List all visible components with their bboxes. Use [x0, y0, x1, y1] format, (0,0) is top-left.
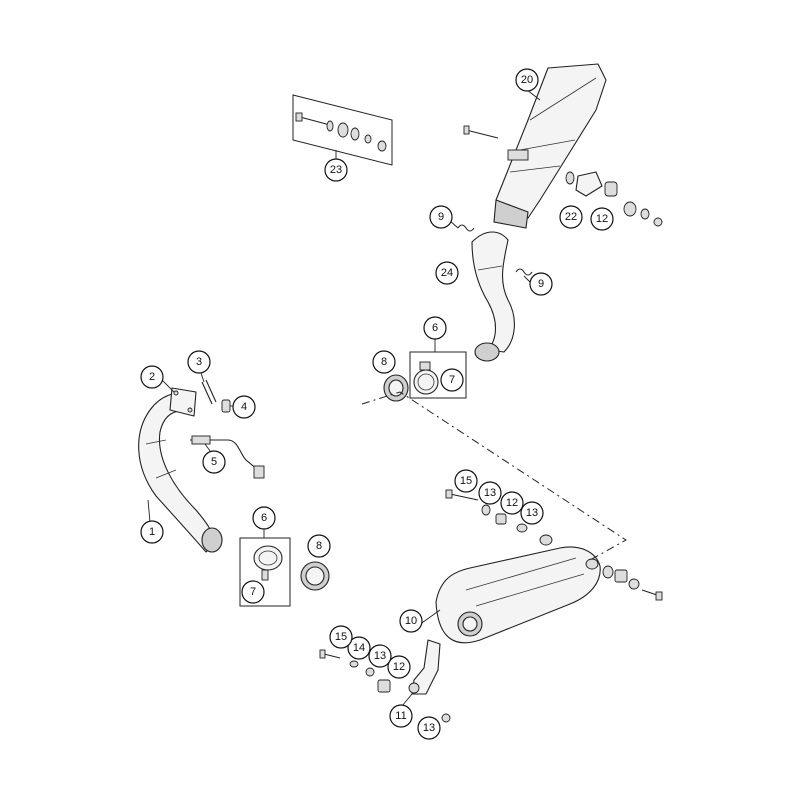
sleeve-4 — [221, 399, 231, 413]
callout-9-upper-label: 9 — [438, 211, 444, 223]
callout-7-upper: 7 — [440, 368, 464, 392]
clamp-kit-6-lower — [239, 537, 291, 607]
callout-13-a: 13 — [478, 481, 502, 505]
callout-5: 5 — [202, 450, 226, 474]
hardware-row-right — [602, 565, 663, 601]
callout-10: 10 — [399, 609, 423, 633]
callout-12-lower: 12 — [387, 655, 411, 679]
bracket-11 — [408, 639, 441, 695]
callout-13-b-label: 13 — [526, 507, 538, 519]
callout-12-mid: 12 — [500, 491, 524, 515]
muffler-10 — [435, 534, 601, 644]
callout-13-c-label: 13 — [374, 650, 386, 662]
callout-8-lower-label: 8 — [316, 540, 322, 552]
callout-24-label: 24 — [441, 267, 453, 279]
callout-11: 11 — [389, 704, 413, 728]
assembly-line — [361, 391, 627, 561]
gasket-8-upper — [383, 374, 409, 402]
callout-4-label: 4 — [241, 401, 247, 413]
callout-6-upper-label: 6 — [432, 322, 438, 334]
callout-8-upper: 8 — [372, 350, 396, 374]
callout-9-lower-label: 9 — [538, 278, 544, 290]
callout-24: 24 — [435, 261, 459, 285]
callout-22: 22 — [559, 205, 583, 229]
callout-3: 3 — [187, 350, 211, 374]
hardware-row-upper — [445, 489, 528, 533]
callout-1: 1 — [140, 520, 164, 544]
callout-7-lower-label: 7 — [250, 586, 256, 598]
clamp-kit-6-upper — [409, 351, 467, 399]
gasket-8-lower — [300, 561, 330, 591]
connector-pipe-24 — [471, 231, 515, 362]
callout-14: 14 — [347, 636, 371, 660]
callout-13-a-label: 13 — [484, 487, 496, 499]
callout-9-upper: 9 — [429, 205, 453, 229]
callout-5-label: 5 — [211, 456, 217, 468]
callout-8-upper-label: 8 — [381, 356, 387, 368]
callout-10-label: 10 — [405, 615, 417, 627]
callout-20: 20 — [515, 68, 539, 92]
callout-15-lower: 15 — [329, 625, 353, 649]
sensor-5 — [190, 435, 265, 479]
hardware-row-lower-left — [319, 649, 451, 723]
callout-23-label: 23 — [330, 164, 342, 176]
callout-7-lower: 7 — [241, 580, 265, 604]
washer-3 — [201, 379, 217, 405]
spring-9-lower — [515, 268, 533, 276]
callout-9-lower: 9 — [529, 272, 553, 296]
callout-12-lower-label: 12 — [393, 661, 405, 673]
callout-1-label: 1 — [149, 526, 155, 538]
callout-15-lower-label: 15 — [335, 631, 347, 643]
header-pipe-1 — [138, 392, 223, 553]
callout-22-label: 22 — [565, 211, 577, 223]
callout-15-upper: 15 — [454, 469, 478, 493]
callout-2-label: 2 — [149, 371, 155, 383]
callout-20-label: 20 — [521, 74, 533, 86]
callout-13-b: 13 — [520, 501, 544, 525]
bracket-22 — [565, 171, 663, 227]
callout-23: 23 — [324, 158, 348, 182]
callout-12-mid-label: 12 — [506, 497, 518, 509]
callout-12-upper: 12 — [590, 207, 614, 231]
callout-13-c: 13 — [368, 644, 392, 668]
callout-3-label: 3 — [196, 356, 202, 368]
callout-7-upper-label: 7 — [449, 374, 455, 386]
spring-9-upper — [457, 224, 475, 232]
callout-15-upper-label: 15 — [460, 475, 472, 487]
callout-11-label: 11 — [395, 710, 406, 722]
callout-13-d: 13 — [417, 716, 441, 740]
callout-12-upper-label: 12 — [596, 213, 608, 225]
callout-4: 4 — [232, 395, 256, 419]
callout-13-d-label: 13 — [423, 722, 435, 734]
callout-14-label: 14 — [353, 642, 365, 654]
silencer-20 — [463, 63, 607, 229]
flange-2 — [169, 387, 197, 417]
callout-6-lower-label: 6 — [261, 512, 267, 524]
callout-8-lower: 8 — [307, 534, 331, 558]
callout-6-lower: 6 — [252, 506, 276, 530]
callout-6-upper: 6 — [423, 316, 447, 340]
hardware-kit-23 — [292, 94, 393, 166]
callout-2: 2 — [140, 365, 164, 389]
